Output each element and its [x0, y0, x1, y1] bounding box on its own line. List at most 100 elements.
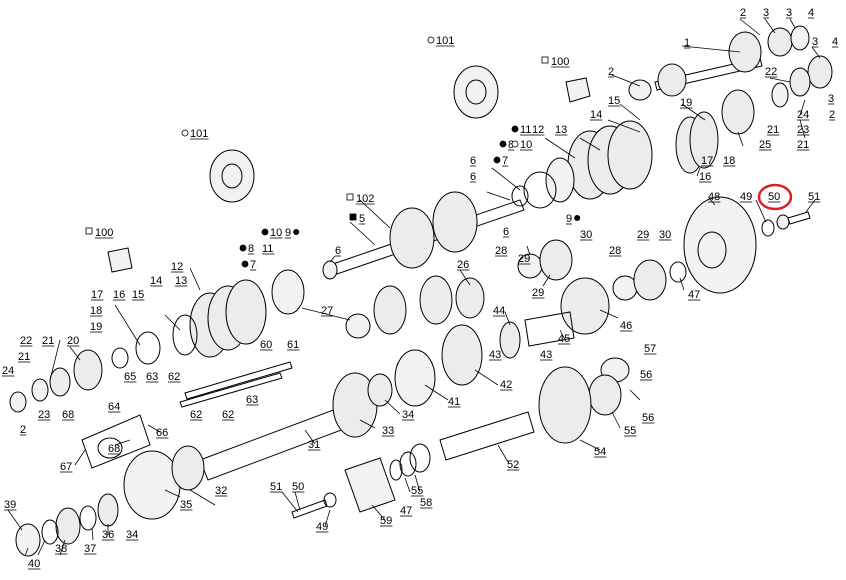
part-label-3: 3 [763, 7, 770, 19]
part-label-63: 63 [246, 394, 259, 406]
part-number: 34 [402, 409, 414, 421]
part-label-30: 30 [580, 229, 593, 241]
open-square-marker-icon [85, 227, 93, 235]
part-label-66: 66 [156, 427, 169, 439]
part-number: 37 [84, 543, 96, 555]
part-number: 16 [699, 171, 711, 183]
part-label-8: 8 [499, 139, 515, 151]
part-label-3: 3 [812, 36, 819, 48]
part-label-18: 18 [90, 305, 103, 317]
part-number: 21 [797, 139, 809, 151]
open-circle-marker-icon [511, 140, 519, 148]
part-label-61: 61 [287, 339, 300, 351]
filled-dot-marker-icon [293, 229, 300, 235]
part-label-6: 6 [470, 171, 477, 183]
part-label-34: 34 [126, 529, 139, 541]
part-label-21: 21 [797, 139, 810, 151]
part-label-39: 39 [4, 499, 17, 511]
filled-dot-marker-icon [239, 244, 247, 252]
filled-dot-marker-icon [574, 215, 581, 221]
part-label-49: 49 [740, 191, 753, 203]
part-number: 28 [609, 245, 621, 257]
part-label-31: 31 [308, 439, 321, 451]
part-number: 16 [113, 289, 125, 301]
part-label-52: 52 [507, 459, 520, 471]
part-number: 2 [608, 66, 614, 78]
part-number: 29 [532, 287, 544, 299]
part-label-23: 23 [38, 409, 51, 421]
part-label-42: 42 [500, 379, 513, 391]
part-number: 100 [95, 227, 113, 239]
parts-drawing [9, 25, 833, 557]
part-label-22: 22 [765, 66, 778, 78]
part-number: 3 [763, 7, 769, 19]
part-number: 6 [470, 155, 476, 167]
part-number: 50 [292, 481, 304, 493]
part-number: 28 [495, 245, 507, 257]
part-label-22: 22 [20, 335, 33, 347]
part-label-26: 26 [457, 259, 470, 271]
part-number: 49 [316, 521, 328, 533]
part-number: 27 [321, 305, 333, 317]
part-number: 34 [126, 529, 138, 541]
part-label-16: 16 [113, 289, 126, 301]
part-label-62: 62 [168, 371, 181, 383]
part-number: 62 [190, 409, 202, 421]
part-label-13: 13 [555, 124, 568, 136]
part-label-60: 60 [260, 339, 273, 351]
part-number: 51 [808, 191, 820, 203]
open-square-marker-icon [346, 193, 354, 201]
part-label-2: 2 [20, 424, 27, 436]
part-number: 35 [180, 499, 192, 511]
part-number: 50 [768, 191, 780, 203]
part-label-21: 21 [767, 124, 780, 136]
part-label-56: 56 [640, 369, 653, 381]
part-label-45: 45 [558, 333, 571, 345]
part-number: 38 [55, 543, 67, 555]
part-label-49: 49 [316, 521, 329, 533]
part-number: 30 [659, 229, 671, 241]
part-label-25: 25 [759, 139, 772, 151]
part-label-15: 15 [132, 289, 145, 301]
filled-dot-marker-icon [241, 260, 249, 268]
part-label-62: 62 [190, 409, 203, 421]
part-number: 3 [786, 7, 792, 19]
part-number: 8 [248, 243, 254, 255]
part-label-35: 35 [180, 499, 193, 511]
part-number: 40 [28, 558, 40, 570]
part-label-29: 29 [637, 229, 650, 241]
open-circle-marker-icon [181, 129, 189, 137]
part-number: 41 [448, 396, 460, 408]
part-label-8: 8 [239, 243, 255, 255]
part-number: 29 [637, 229, 649, 241]
part-label-40: 40 [28, 558, 41, 570]
part-label-57: 57 [644, 343, 657, 355]
part-label-55: 55 [624, 425, 637, 437]
part-label-47: 47 [400, 505, 413, 517]
part-number: 6 [503, 226, 509, 238]
part-label-65: 65 [124, 371, 137, 383]
part-label-9: 9 [566, 213, 581, 225]
part-label-16: 16 [699, 171, 712, 183]
part-number: 49 [740, 191, 752, 203]
part-label-32: 32 [215, 485, 228, 497]
part-number: 24 [2, 365, 14, 377]
part-label-23: 23 [797, 124, 810, 136]
part-label-7: 7 [241, 259, 257, 271]
part-number: 7 [250, 259, 256, 271]
part-number: 18 [90, 305, 102, 317]
part-number: 36 [102, 529, 114, 541]
part-label-102: 102 [346, 193, 375, 205]
part-number: 19 [90, 321, 102, 333]
part-number: 101 [436, 35, 454, 47]
part-number: 14 [590, 109, 602, 121]
part-number: 43 [489, 349, 501, 361]
part-label-62: 62 [222, 409, 235, 421]
part-number: 12 [532, 124, 544, 136]
part-label-28: 28 [495, 245, 508, 257]
leader-lines [7, 18, 821, 557]
part-label-47: 47 [688, 289, 701, 301]
part-number: 26 [457, 259, 469, 271]
part-number: 17 [701, 155, 713, 167]
